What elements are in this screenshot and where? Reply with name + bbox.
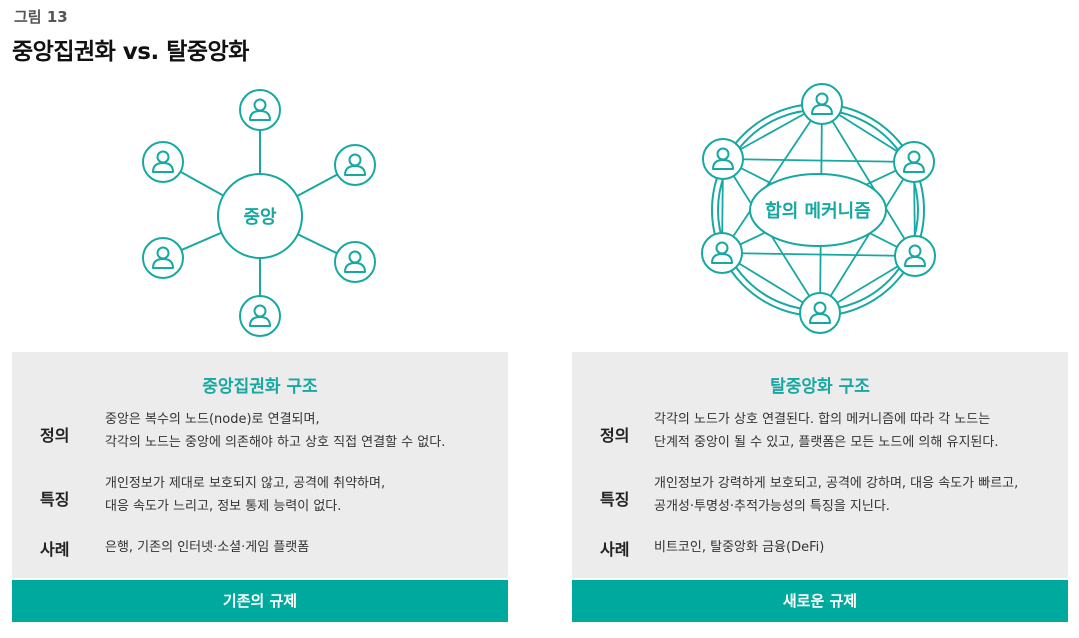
text-line: 비트코인, 탈중앙화 금융(DeFi) xyxy=(654,540,825,555)
text-line: 각각의 노드가 상호 연결된다. 합의 메커니즘에 따라 각 노드는 xyxy=(654,412,991,427)
person-icon xyxy=(801,83,843,125)
person-icon xyxy=(239,295,281,337)
person-icon xyxy=(894,235,936,277)
person-icon xyxy=(893,141,935,183)
person-icon xyxy=(701,232,743,274)
panel-title: 중앙집권화 구조 xyxy=(202,377,318,397)
text-line: 은행, 기존의 인터넷·소셜·게임 플랫폼 xyxy=(105,540,310,555)
consensus-mechanism xyxy=(749,173,887,247)
row-key: 특징 xyxy=(40,490,70,509)
text-line: 개인정보가 제대로 보호되지 않고, 공격에 취약하며, xyxy=(105,476,386,491)
consensus-mechanism-label: 합의 메커니즘 xyxy=(765,200,871,222)
row-text: 비트코인, 탈중앙화 금융(DeFi) xyxy=(654,536,824,559)
row-key: 사례 xyxy=(600,540,630,559)
person-icon xyxy=(702,138,744,180)
figure-title: 중앙집권화 vs. 탈중앙화 xyxy=(12,39,249,65)
central-hub-label: 중앙 xyxy=(243,207,277,228)
person-icon xyxy=(334,144,376,186)
text-line: 단계적 중앙이 될 수 있고, 플랫폼은 모든 노드에 의해 유지된다. xyxy=(654,435,999,450)
person-icon xyxy=(334,241,376,283)
row-key: 사례 xyxy=(40,540,70,559)
decentralized-diagram: 합의 메커니즘 xyxy=(701,83,936,334)
person-icon xyxy=(142,237,184,279)
row-key: 정의 xyxy=(40,426,70,445)
row-key: 정의 xyxy=(600,426,630,445)
centralized-diagram: 중앙 xyxy=(142,89,376,337)
panel-title: 탈중앙화 구조 xyxy=(770,377,870,397)
network-diagrams: 중앙 합의 메커니즘 xyxy=(142,83,936,337)
row-text: 중앙은 복수의 노드(node)로 연결되며, 각각의 노드는 중앙에 의존해야… xyxy=(105,408,445,454)
row-text: 개인정보가 강력하게 보호되고, 공격에 강하며, 대응 속도가 빠르고, 공개… xyxy=(654,472,1018,518)
person-icon xyxy=(239,89,281,131)
row-text: 각각의 노드가 상호 연결된다. 합의 메커니즘에 따라 각 노드는 단계적 중… xyxy=(654,408,998,454)
central-hub xyxy=(217,173,303,259)
text-line: 공개성·투명성·추적가능성의 특징을 지닌다. xyxy=(654,499,890,514)
decentralized-panel: 탈중앙화 구조 정의 각각의 노드가 상호 연결된다. 합의 메커니즘에 따라 … xyxy=(572,352,1068,578)
figure-label: 그림 13 xyxy=(14,8,68,26)
centralized-panel: 중앙집권화 구조 정의 중앙은 복수의 노드(node)로 연결되며, 각각의 … xyxy=(12,352,508,578)
row-text: 개인정보가 제대로 보호되지 않고, 공격에 취약하며, 대응 속도가 느리고,… xyxy=(105,472,385,518)
person-icon xyxy=(142,141,184,183)
row-key: 특징 xyxy=(600,490,630,509)
text-line: 대응 속도가 느리고, 정보 통제 능력이 없다. xyxy=(105,499,342,514)
text-line: 개인정보가 강력하게 보호되고, 공격에 강하며, 대응 속도가 빠르고, xyxy=(654,476,1019,491)
new-regulation-banner: 새로운 규제 xyxy=(572,580,1068,622)
text-line: 각각의 노드는 중앙에 의존해야 하고 상호 직접 연결할 수 없다. xyxy=(105,435,446,450)
existing-regulation-banner: 기존의 규제 xyxy=(12,580,508,622)
person-icon xyxy=(799,292,841,334)
row-text: 은행, 기존의 인터넷·소셜·게임 플랫폼 xyxy=(105,536,309,559)
text-line: 중앙은 복수의 노드(node)로 연결되며, xyxy=(105,412,320,427)
